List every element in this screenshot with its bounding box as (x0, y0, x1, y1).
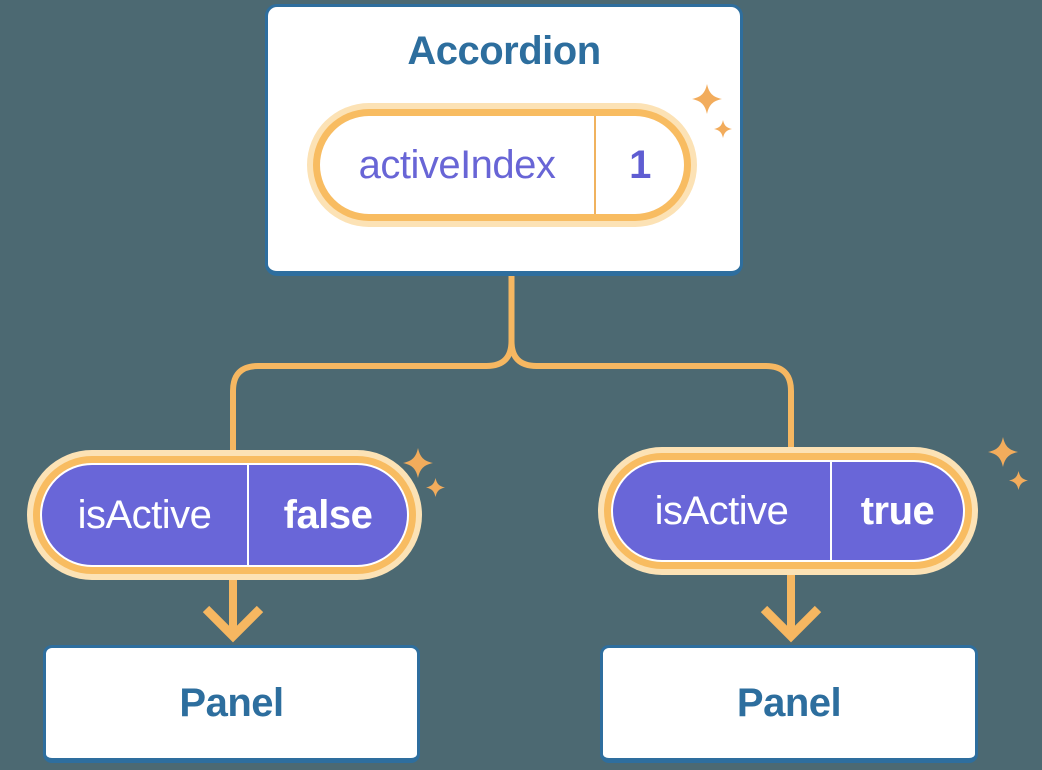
branch-line-right (508, 275, 794, 573)
prop-pill-left-body: isActive false (40, 463, 409, 567)
prop-pill-left-ring: isActive false (33, 456, 416, 574)
arrow-down-icon (202, 605, 264, 643)
prop-name-label: isActive (654, 488, 789, 533)
prop-value-label: true (830, 462, 963, 560)
arrow-down-icon (760, 605, 822, 643)
state-value-label: 1 (594, 116, 684, 214)
sparkle-icon (692, 84, 722, 114)
sparkle-icon (403, 448, 433, 478)
prop-pill-right: isActive true (598, 447, 978, 575)
panel-card-right: Panel (600, 645, 978, 763)
panel-card-left: Panel (43, 645, 420, 763)
sparkle-icon (1009, 471, 1028, 490)
sparkle-icon (714, 120, 732, 138)
panel-title: Panel (736, 680, 842, 725)
prop-value-label: false (247, 465, 407, 565)
accordion-title: Accordion (407, 29, 601, 73)
state-name-label: activeIndex (358, 142, 556, 187)
sparkle-icon (426, 478, 445, 497)
state-pill-body: activeIndex 1 (320, 116, 684, 214)
prop-pill-right-ring: isActive true (604, 453, 972, 569)
prop-name-label: isActive (77, 492, 212, 537)
state-pill: activeIndex 1 (307, 103, 697, 227)
prop-pill-left: isActive false (27, 450, 422, 580)
state-pill-ring: activeIndex 1 (313, 109, 691, 221)
sparkle-icon (988, 437, 1018, 467)
panel-title: Panel (179, 680, 284, 725)
prop-pill-right-body: isActive true (611, 460, 965, 562)
